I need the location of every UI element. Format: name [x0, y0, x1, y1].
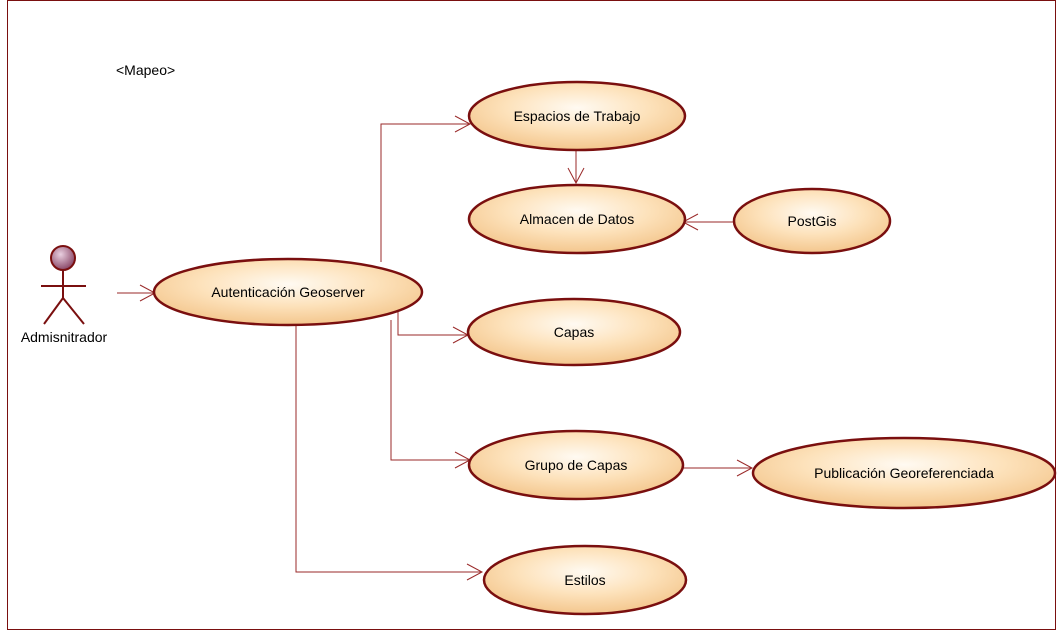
connectors — [117, 115, 754, 581]
connector-auth-estilos — [295, 322, 482, 573]
arrow-auth-espacios — [454, 115, 472, 133]
use-case-almacen: Almacen de Datos — [519, 211, 635, 227]
ellipse-estilos[interactable] — [482, 544, 688, 616]
ellipse-grupo[interactable] — [467, 429, 685, 501]
actor-head — [50, 245, 76, 271]
frame-title: <Mapeo> — [116, 62, 176, 78]
arrow-grupo-publicacion — [736, 459, 754, 477]
use-case-ellipses — [152, 80, 1057, 616]
use-case-espacios: Espacios de Trabajo — [513, 108, 641, 124]
use-case-capas: Capas — [553, 324, 595, 340]
connector-auth-espacios — [380, 123, 470, 262]
use-case-grupo: Grupo de Capas — [524, 457, 628, 473]
actor-figure[interactable] — [41, 245, 86, 325]
arrow-auth-estilos — [466, 563, 484, 581]
use-case-autenticacion: Autenticación Geoserver — [211, 284, 365, 300]
diagram-frame — [7, 0, 1056, 630]
ellipse-autenticacion[interactable] — [152, 257, 424, 327]
ellipse-postgis[interactable] — [732, 187, 892, 255]
actor-right-leg — [62, 297, 85, 325]
connector-auth-capas — [397, 312, 468, 336]
ellipse-almacen[interactable] — [467, 183, 687, 255]
ellipse-espacios[interactable] — [467, 80, 687, 152]
use-case-estilos: Estilos — [564, 572, 606, 588]
use-case-postgis: PostGis — [787, 213, 837, 229]
actor-label: Admisnitrador — [20, 329, 108, 345]
use-case-publicacion: Publicación Georeferenciada — [814, 465, 994, 481]
ellipse-publicacion[interactable] — [751, 436, 1057, 510]
arrow-espacios-almacen — [567, 167, 585, 185]
connector-auth-grupo — [390, 320, 470, 461]
ellipse-capas[interactable] — [466, 297, 682, 367]
actor-left-leg — [43, 297, 64, 325]
